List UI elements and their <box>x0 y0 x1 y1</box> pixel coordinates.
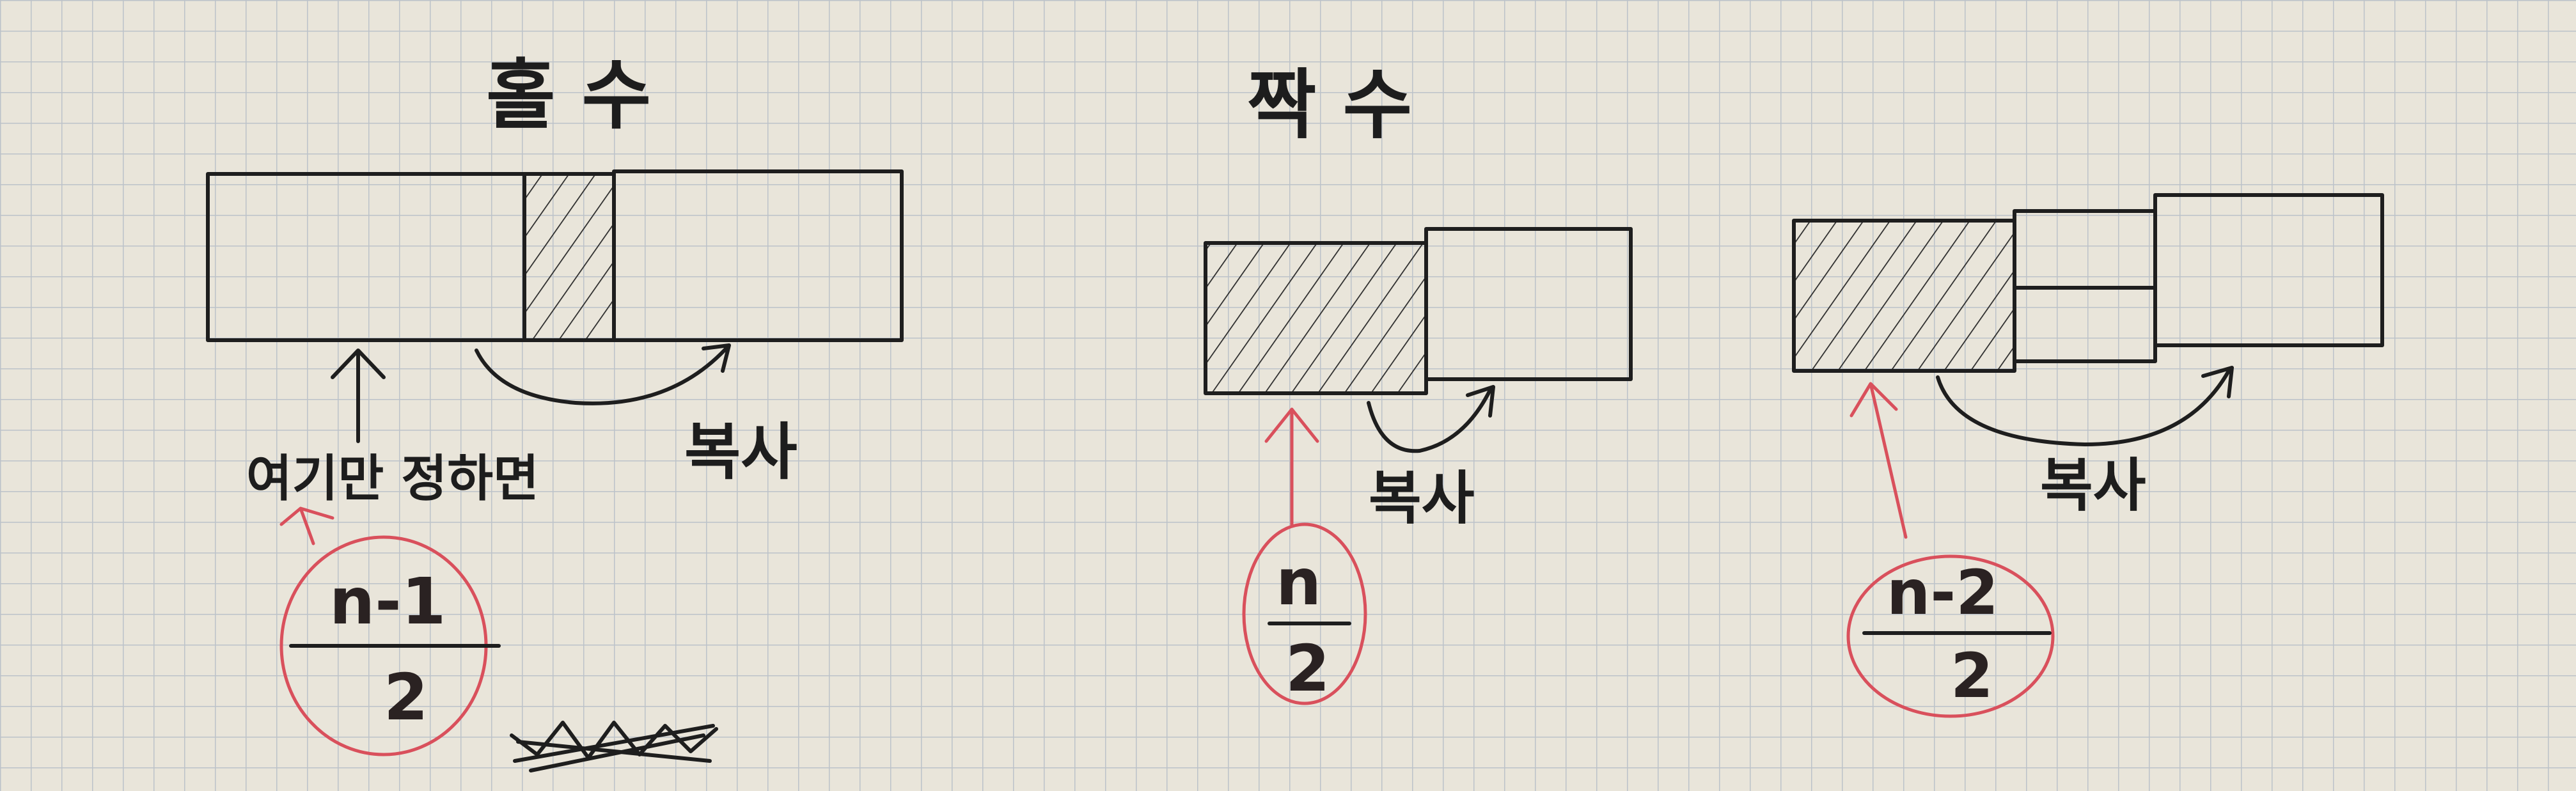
even-section-b: 복사 n-2 2 <box>1792 193 2384 718</box>
odd-formula-numerator: n-1 <box>329 564 446 639</box>
even-b-right-box <box>2153 193 2384 347</box>
even-a-red-circle <box>1242 522 1367 705</box>
odd-red-arrow <box>279 506 334 545</box>
even-b-left-cell <box>1794 221 2014 371</box>
odd-title: 홀 수 <box>486 51 651 139</box>
even-b-red-arrow <box>1850 382 1908 539</box>
odd-middle-cell <box>524 174 614 340</box>
even-a-copy-label: 복사 <box>1369 465 1475 532</box>
even-b-copy-label: 복사 <box>2040 452 2146 519</box>
even-b-formula-numerator: n-2 <box>1887 557 1999 629</box>
even-b-red-circle <box>1846 554 2055 718</box>
even-a-right-box <box>1424 227 1633 381</box>
even-title: 짝 수 <box>1247 61 1412 149</box>
odd-right-box <box>612 169 904 342</box>
odd-formula-denominator: 2 <box>384 660 428 735</box>
odd-note: 여기만 정하면 <box>246 450 539 508</box>
odd-section: 홀 수 복사 여기만 정하면 n-1 2 <box>206 51 904 772</box>
even-b-copy-arrow <box>1936 366 2234 446</box>
even-a-copy-arrow <box>1367 385 1495 453</box>
odd-scribble <box>510 721 718 772</box>
even-a-left-cell <box>1206 243 1426 393</box>
even-b-formula-denominator: 2 <box>1951 640 1993 712</box>
odd-copy-arrow <box>475 343 731 405</box>
odd-up-arrow <box>331 349 386 443</box>
even-a-formula-denominator: 2 <box>1285 631 1330 706</box>
even-section-a: 짝 수 복사 n 2 <box>1204 61 1633 706</box>
even-a-red-arrow <box>1264 407 1319 526</box>
even-a-formula-numerator: n <box>1276 545 1321 620</box>
odd-copy-label: 복사 <box>684 416 797 488</box>
